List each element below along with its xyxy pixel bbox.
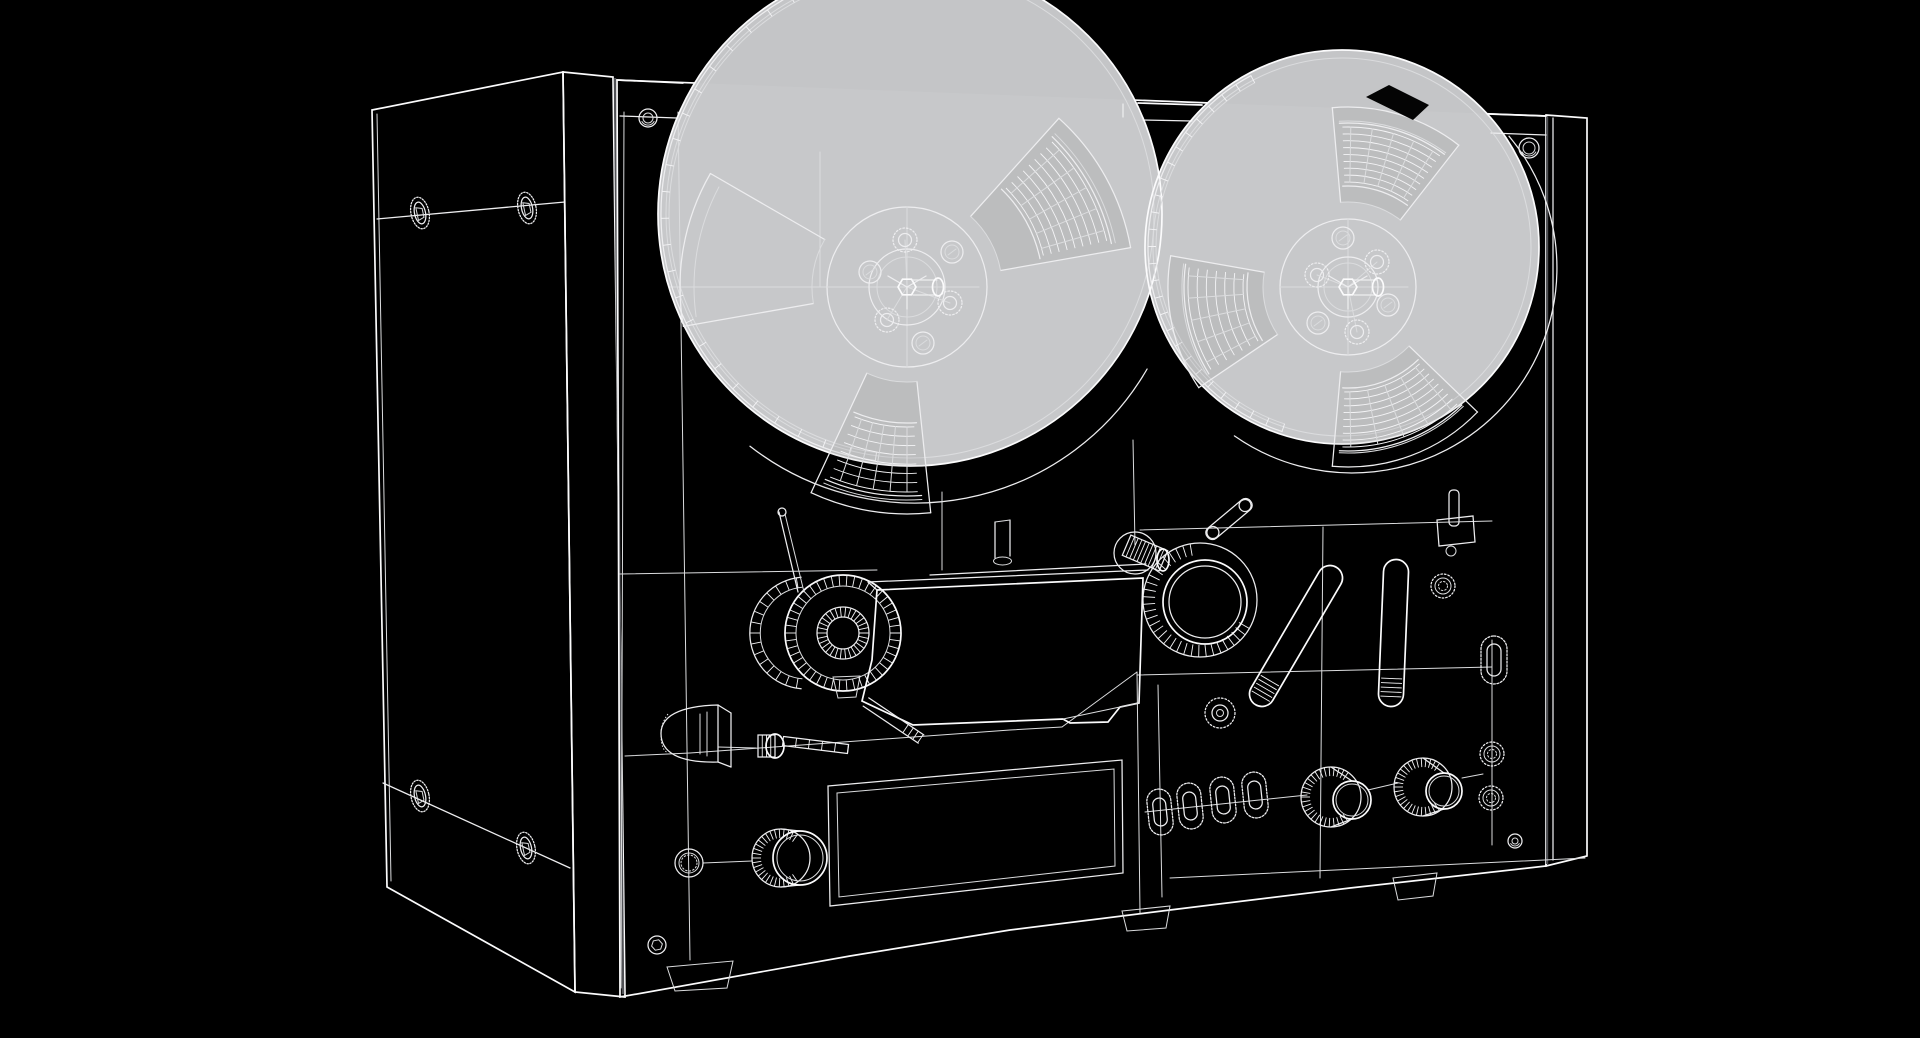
cabinet-chassis (371, 70, 1588, 999)
push-button (1241, 771, 1269, 819)
right-front-rail (1545, 114, 1588, 868)
reel-window (679, 172, 826, 328)
hub-screw (1306, 311, 1330, 335)
grommet (674, 848, 704, 878)
reel-window (969, 117, 1132, 272)
function-lever (1377, 558, 1410, 708)
reel-window (1167, 255, 1279, 389)
small-cylinder (757, 733, 785, 759)
head-cover (832, 563, 1149, 726)
knurled-bar (781, 735, 850, 755)
reel-window (810, 372, 932, 515)
lever-arm (862, 697, 925, 744)
hub-screw (940, 240, 964, 264)
small-knob (1204, 697, 1236, 729)
push-button (1209, 776, 1237, 824)
reel-window (1331, 106, 1460, 221)
side-screw (409, 779, 431, 813)
knurled-washer (1479, 741, 1505, 767)
knurled-washer (1478, 785, 1504, 811)
hub-screw (911, 331, 935, 355)
tape-guide (993, 519, 1012, 566)
reel-hub (1279, 218, 1417, 356)
hub-bolt (1364, 249, 1390, 275)
slot-button (1480, 635, 1508, 685)
knobs-and-controls (660, 489, 1508, 907)
head-assembly (749, 507, 1258, 744)
rotary-knob (1300, 766, 1372, 828)
push-button (1146, 788, 1174, 836)
tape-lifter (1205, 497, 1253, 541)
pinch-roller (749, 574, 902, 692)
guide-post (1436, 489, 1476, 557)
tension-arm (777, 507, 805, 593)
hub-bolt (937, 290, 963, 316)
hub-bolt (874, 307, 900, 333)
reel-window (1331, 345, 1479, 468)
hub-screw (1376, 293, 1400, 317)
knurled-washer (1430, 573, 1456, 599)
hub-screw (1331, 226, 1355, 250)
label-plate (827, 759, 1124, 907)
hex-screw (647, 935, 667, 955)
spindle (887, 275, 945, 310)
hub-bolt (892, 227, 918, 253)
d-knob (660, 704, 732, 768)
spindle (1328, 275, 1385, 310)
reel-discs (658, 0, 1539, 466)
hub-bolt (1344, 319, 1370, 345)
rotary-knob (1393, 757, 1463, 817)
reel-hub (826, 206, 988, 368)
rotary-knob (751, 828, 828, 888)
foot (666, 960, 734, 992)
right-reel (1144, 49, 1540, 468)
panel-seams (616, 79, 1586, 992)
push-button (1176, 782, 1204, 830)
foot (1392, 872, 1438, 901)
capstan (1113, 531, 1170, 575)
foot (1121, 905, 1171, 932)
hub-screw (858, 260, 882, 284)
eq-ring-knob (1142, 542, 1258, 658)
side-screw (409, 196, 431, 230)
side-screw (516, 191, 538, 225)
hub-bolt (1304, 262, 1330, 288)
reel-rear-flanges (749, 135, 1558, 504)
side-screw (515, 831, 537, 865)
reel-details (657, 0, 1540, 515)
left-reel (657, 0, 1163, 515)
function-lever (1248, 564, 1344, 708)
